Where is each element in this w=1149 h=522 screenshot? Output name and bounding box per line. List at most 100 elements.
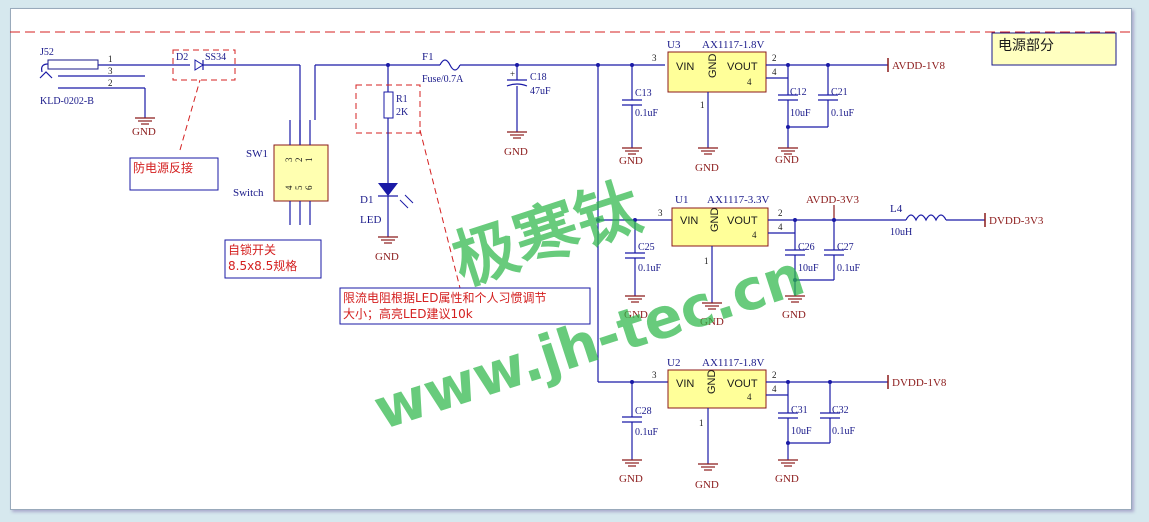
resistor-note-pointer: [419, 129, 461, 289]
svg-text:GND: GND: [775, 154, 799, 166]
u3-ref: U3: [667, 39, 681, 51]
svg-text:VIN: VIN: [676, 378, 694, 390]
gnd-symbol: GND: [619, 459, 643, 485]
u2-part: AX1117-1.8V: [702, 357, 764, 369]
c31-ref: C31: [791, 405, 808, 416]
title-box[interactable]: [991, 32, 1117, 66]
regulator-u2[interactable]: U2 AX1117-1.8V VIN VOUT GND 4 3 2 4 1: [652, 357, 777, 428]
c12-value: 10uF: [790, 108, 811, 119]
svg-text:GND: GND: [375, 251, 399, 263]
cap-c18[interactable]: + C18 47uF: [506, 65, 551, 97]
svg-text:4: 4: [747, 77, 752, 87]
resistor-note-box: [339, 287, 591, 325]
sw1-pin6: 6: [304, 185, 314, 190]
svg-text:GND: GND: [624, 309, 648, 321]
sw1-pin1: 1: [304, 158, 314, 163]
svg-text:1: 1: [699, 418, 704, 428]
u1-ref: U1: [675, 194, 688, 206]
svg-text:GND: GND: [695, 479, 719, 491]
svg-text:GND: GND: [132, 126, 156, 138]
gnd-symbol: GND: [619, 147, 643, 167]
svg-text:GND: GND: [706, 370, 718, 395]
svg-text:4: 4: [752, 230, 757, 240]
c27-value: 0.1uF: [837, 263, 861, 274]
reverse-note-pointer: [179, 79, 201, 151]
svg-text:VOUT: VOUT: [727, 378, 758, 390]
svg-text:VOUT: VOUT: [727, 215, 758, 227]
svg-text:GND: GND: [709, 208, 721, 233]
switch-note-line2: 8.5x8.5规格: [228, 258, 297, 273]
c18-ref: C18: [530, 72, 547, 83]
svg-text:3: 3: [652, 370, 657, 380]
net-avdd-3v3: AVDD-3V3: [806, 194, 859, 206]
switch-note-box: [224, 239, 322, 279]
c27-ref: C27: [837, 242, 854, 253]
c12-ref: C12: [790, 87, 807, 98]
c13-value: 0.1uF: [635, 108, 659, 119]
r1-value: 2K: [396, 107, 409, 118]
l4-value: 10uH: [890, 227, 912, 238]
j52-pin3: 3: [108, 66, 113, 76]
svg-text:4: 4: [772, 67, 777, 77]
gnd-symbol: GND: [624, 295, 648, 321]
svg-text:VOUT: VOUT: [727, 61, 758, 73]
c18-value: 47uF: [530, 86, 551, 97]
sw1-part: Switch: [233, 187, 264, 199]
svg-text:3: 3: [658, 208, 663, 218]
title-text: 电源部分: [998, 38, 1054, 54]
svg-text:4: 4: [778, 222, 783, 232]
connector-j52[interactable]: J52 KLD-0202-B 1 3 2: [39, 47, 113, 107]
d2-part: SS34: [205, 52, 226, 63]
gnd-symbol: GND: [132, 117, 156, 138]
c25-value: 0.1uF: [638, 263, 662, 274]
c31-value: 10uF: [791, 426, 812, 437]
j52-ref: J52: [40, 47, 54, 58]
sw1-pin3: 3: [284, 157, 294, 162]
led-d1[interactable]: D1 LED: [360, 183, 414, 226]
resistor-note-line2: 大小；高亮LED建议10k: [343, 306, 473, 321]
watermark-title: 极寒钛: [444, 170, 650, 300]
c21-ref: C21: [831, 87, 848, 98]
gnd-symbol: GND: [775, 459, 799, 485]
gnd-symbol: GND: [782, 295, 806, 321]
inductor-l4[interactable]: L4 10uH: [890, 203, 947, 238]
c26-ref: C26: [798, 242, 815, 253]
svg-text:4: 4: [747, 392, 752, 402]
c32-value: 0.1uF: [832, 426, 856, 437]
j52-part: KLD-0202-B: [40, 96, 94, 107]
u3-part: AX1117-1.8V: [702, 39, 764, 51]
net-dvdd-3v3: DVDD-3V3: [989, 215, 1044, 227]
gnd-symbol: GND: [775, 147, 799, 166]
fuse-f1[interactable]: F1 Fuse/0.7A: [422, 51, 464, 85]
regulator-u1[interactable]: U1 AX1117-3.3V VIN VOUT GND 4 3 2 4 1: [658, 194, 783, 266]
svg-text:+: +: [510, 69, 515, 79]
d2-ref: D2: [176, 52, 188, 63]
j52-pin2: 2: [108, 78, 113, 88]
sw1-pin4: 4: [284, 185, 294, 190]
c13-ref: C13: [635, 88, 652, 99]
gnd-symbol: GND: [375, 236, 399, 263]
reverse-note-box: [129, 157, 219, 191]
svg-text:GND: GND: [619, 155, 643, 167]
c28-ref: C28: [635, 406, 652, 417]
gnd-symbol: GND: [504, 131, 528, 158]
svg-text:4: 4: [772, 384, 777, 394]
svg-text:GND: GND: [782, 309, 806, 321]
net-avdd-1v8: AVDD-1V8: [892, 60, 945, 72]
svg-text:1: 1: [700, 100, 705, 110]
watermark-url: www.jh-tec.cn: [366, 243, 812, 443]
j52-pin1: 1: [108, 54, 113, 64]
sw1-pin2: 2: [294, 158, 304, 163]
svg-text:GND: GND: [504, 146, 528, 158]
switch-sw1[interactable]: SW1 Switch 3 2 1 4 5 6: [233, 120, 329, 225]
net-dvdd-1v8: DVDD-1V8: [892, 377, 947, 389]
svg-text:GND: GND: [619, 473, 643, 485]
sw1-ref: SW1: [246, 148, 268, 160]
svg-text:GND: GND: [775, 473, 799, 485]
d1-value: LED: [360, 214, 381, 226]
svg-text:VIN: VIN: [680, 215, 698, 227]
svg-text:1: 1: [704, 256, 709, 266]
svg-text:2: 2: [772, 370, 777, 380]
regulator-u3[interactable]: U3 AX1117-1.8V VIN VOUT GND 4 3 2 4 1: [652, 39, 777, 110]
